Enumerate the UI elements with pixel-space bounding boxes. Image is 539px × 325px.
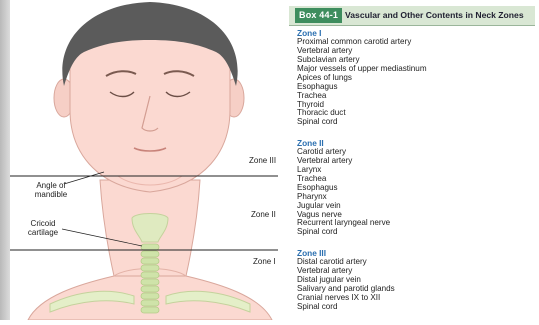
zone-list: Distal carotid artery Vertebral artery D… (297, 258, 395, 311)
box-number: Box 44-1 (295, 8, 342, 23)
head-neck-drawing (10, 0, 288, 320)
zone-ii-label: Zone II (251, 210, 276, 219)
neck-zones-illustration: Zone III Zone II Zone I Angle of mandibl… (10, 0, 288, 320)
slide-edge (0, 0, 10, 320)
list-item: Spinal cord (297, 303, 395, 312)
list-item: Spinal cord (297, 228, 390, 237)
zone-i-label: Zone I (253, 257, 276, 266)
angle-of-mandible-label: Angle of mandible (28, 181, 74, 199)
box-header: Box 44-1 Vascular and Other Contents in … (289, 6, 535, 25)
zone-list: Carotid artery Vertebral artery Larynx T… (297, 148, 390, 237)
list-item: Spinal cord (297, 118, 427, 127)
box-panel: Box 44-1 Vascular and Other Contents in … (289, 0, 539, 320)
zone-list: Proximal common carotid artery Vertebral… (297, 38, 427, 127)
cricoid-cartilage-label: Cricoid cartilage (22, 219, 64, 237)
zone-iii-label: Zone III (249, 156, 276, 165)
angle-of-mandible-text: Angle of mandible (35, 181, 67, 199)
cricoid-cartilage-text: Cricoid cartilage (28, 219, 58, 237)
box-title: Vascular and Other Contents in Neck Zone… (345, 10, 524, 20)
zone-ii-section: Zone II Carotid artery Vertebral artery … (297, 139, 390, 237)
zone-iii-section: Zone III Distal carotid artery Vertebral… (297, 249, 395, 312)
box-header-rule (289, 25, 535, 26)
zone-i-section: Zone I Proximal common carotid artery Ve… (297, 29, 427, 127)
